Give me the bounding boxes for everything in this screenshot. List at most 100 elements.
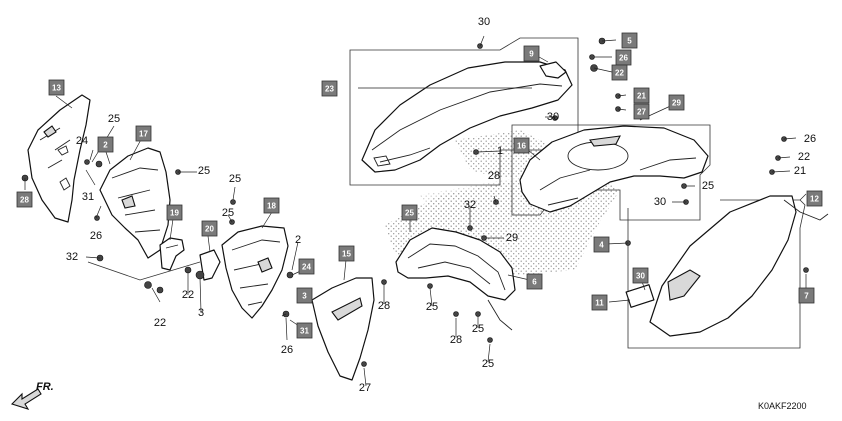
- callout-box: 26: [615, 49, 632, 66]
- callout-box: 5: [621, 32, 638, 49]
- fastener: [467, 225, 473, 231]
- callout-number: 30: [654, 196, 666, 208]
- fastener: [381, 279, 387, 285]
- callout-number: 22: [154, 317, 166, 329]
- svg-text:7: 7: [804, 292, 809, 301]
- callout-box: 24: [298, 258, 315, 275]
- fastener: [95, 160, 103, 168]
- svg-text:21: 21: [637, 92, 646, 101]
- callout-box: 11: [591, 294, 608, 311]
- callout-box: 3: [296, 287, 313, 304]
- callout-number: 25: [702, 180, 714, 192]
- svg-text:3: 3: [302, 292, 307, 301]
- fastener: [475, 311, 481, 317]
- callout-number: 25: [482, 358, 494, 370]
- arrow-icon: [10, 388, 42, 410]
- callout-box: 15: [338, 245, 355, 262]
- front-cover-right-part: [311, 277, 375, 381]
- callout-number: 25: [222, 207, 234, 219]
- callout-number: 28: [488, 170, 500, 182]
- svg-text:15: 15: [342, 250, 351, 259]
- callout-number: 21: [794, 165, 806, 177]
- fastener: [681, 183, 687, 189]
- svg-text:18: 18: [267, 202, 276, 211]
- svg-text:25: 25: [405, 209, 414, 218]
- floor-inner-part: [395, 227, 516, 331]
- fastener: [144, 281, 152, 289]
- callout-number: 30: [478, 16, 490, 28]
- callout-box: 28: [16, 191, 33, 208]
- callout-box: 25: [401, 204, 418, 221]
- callout-box: 23: [321, 80, 338, 97]
- callout-number: 1: [497, 145, 503, 157]
- svg-text:5: 5: [627, 37, 632, 46]
- bracket-small-part: [199, 249, 221, 281]
- callout-number: 28: [378, 300, 390, 312]
- callout-box: 12: [806, 190, 823, 207]
- inner-cover-left-part: [99, 147, 171, 259]
- callout-box: 9: [523, 45, 540, 62]
- callout-number: 31: [82, 191, 94, 203]
- callout-box: 20: [201, 220, 218, 237]
- bracket-part: [159, 237, 185, 271]
- svg-text:12: 12: [810, 195, 819, 204]
- fastener: [195, 270, 205, 280]
- svg-text:11: 11: [595, 299, 604, 308]
- svg-text:16: 16: [517, 142, 526, 151]
- svg-text:19: 19: [170, 209, 179, 218]
- fastener: [84, 159, 90, 165]
- callout-number: 26: [281, 344, 293, 356]
- group-box-4: [511, 124, 711, 221]
- fastener: [803, 267, 809, 273]
- svg-text:17: 17: [139, 130, 148, 139]
- callout-number: 25: [426, 301, 438, 313]
- front-label: FR.: [36, 381, 54, 393]
- svg-text:13: 13: [52, 84, 61, 93]
- fastener: [286, 271, 294, 279]
- callout-box: 7: [798, 287, 815, 304]
- group-box-9: [349, 37, 579, 186]
- front-arrow: FR.: [10, 381, 54, 410]
- callout-number: 25: [229, 173, 241, 185]
- rear-cowl-part: [361, 61, 573, 173]
- svg-text:22: 22: [615, 69, 624, 78]
- svg-text:4: 4: [599, 241, 604, 250]
- callout-number: 26: [90, 230, 102, 242]
- callout-box: 2: [97, 136, 114, 153]
- fastener: [156, 286, 164, 294]
- callout-box: 19: [166, 204, 183, 221]
- fastener: [230, 199, 236, 205]
- svg-text:26: 26: [619, 54, 628, 63]
- callout-box: 30: [632, 267, 649, 284]
- fastener: [453, 311, 459, 317]
- callout-box: 4: [593, 236, 610, 253]
- callout-number: 25: [198, 165, 210, 177]
- svg-text:27: 27: [637, 108, 646, 117]
- svg-text:24: 24: [302, 263, 311, 272]
- callout-number: 27: [359, 382, 371, 394]
- fastener: [589, 54, 595, 60]
- callout-number: 28: [450, 334, 462, 346]
- callout-number: 29: [506, 232, 518, 244]
- callout-box: 29: [668, 94, 685, 111]
- callout-number: 26: [804, 133, 816, 145]
- callout-box: 18: [263, 197, 280, 214]
- callout-box: 27: [633, 103, 650, 120]
- callout-box: 21: [633, 87, 650, 104]
- callout-number: 24: [76, 135, 88, 147]
- fastener: [427, 283, 433, 289]
- group-box-left: [87, 261, 201, 281]
- fastener: [481, 235, 487, 241]
- callout-box: 22: [611, 64, 628, 81]
- callout-box: 6: [526, 273, 543, 290]
- side-cover-part: [649, 195, 829, 337]
- callout-number: 30: [547, 111, 559, 123]
- fastener: [487, 337, 493, 343]
- callout-number: 3: [198, 307, 204, 319]
- tail-bracket-part: [539, 61, 567, 79]
- callout-box: 31: [296, 322, 313, 339]
- front-cover-left-part: [27, 94, 91, 223]
- svg-text:2: 2: [103, 141, 108, 150]
- callout-number: 25: [108, 113, 120, 125]
